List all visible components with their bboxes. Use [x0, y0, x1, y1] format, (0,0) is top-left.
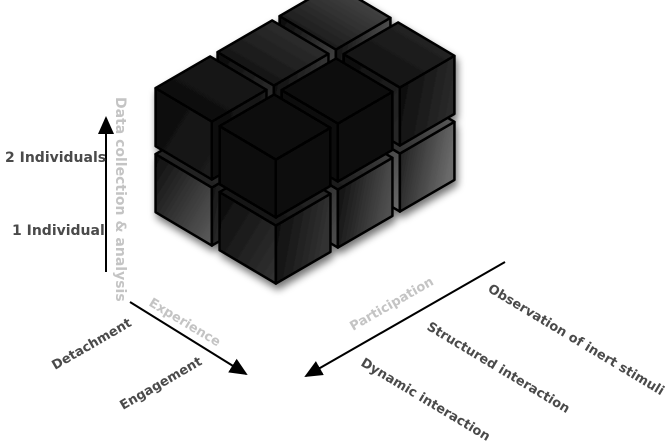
- left-level-engagement: Engagement: [118, 354, 205, 413]
- cube-1-0-1-top-face: [154, 55, 268, 123]
- right-level-structured: Structured interaction: [424, 320, 572, 417]
- left-level-detachment: Detachment: [50, 316, 135, 374]
- cube-grid: [154, 0, 456, 285]
- vertical-axis-title: Data collection & analysis: [112, 97, 128, 302]
- right-level-dynamic: Dynamic interaction: [358, 356, 493, 442]
- cube-1-2-1-top-face: [278, 0, 392, 51]
- cube-0-0-1-top-face: [218, 93, 332, 161]
- cube-0-2-1-top-face: [342, 21, 456, 89]
- cube-1-1-1-top-face: [216, 19, 330, 87]
- cube-0-1-1-top-face: [280, 57, 394, 125]
- left-axis-arrow: [129, 301, 248, 376]
- vertical-level-1-individual: 1 Individual: [12, 223, 105, 239]
- right-axis-arrow: [304, 261, 506, 377]
- vertical-level-2-individuals: 2 Individuals: [5, 150, 106, 166]
- right-axis-title: Participation: [348, 274, 437, 334]
- left-axis-title: Experience: [146, 296, 223, 351]
